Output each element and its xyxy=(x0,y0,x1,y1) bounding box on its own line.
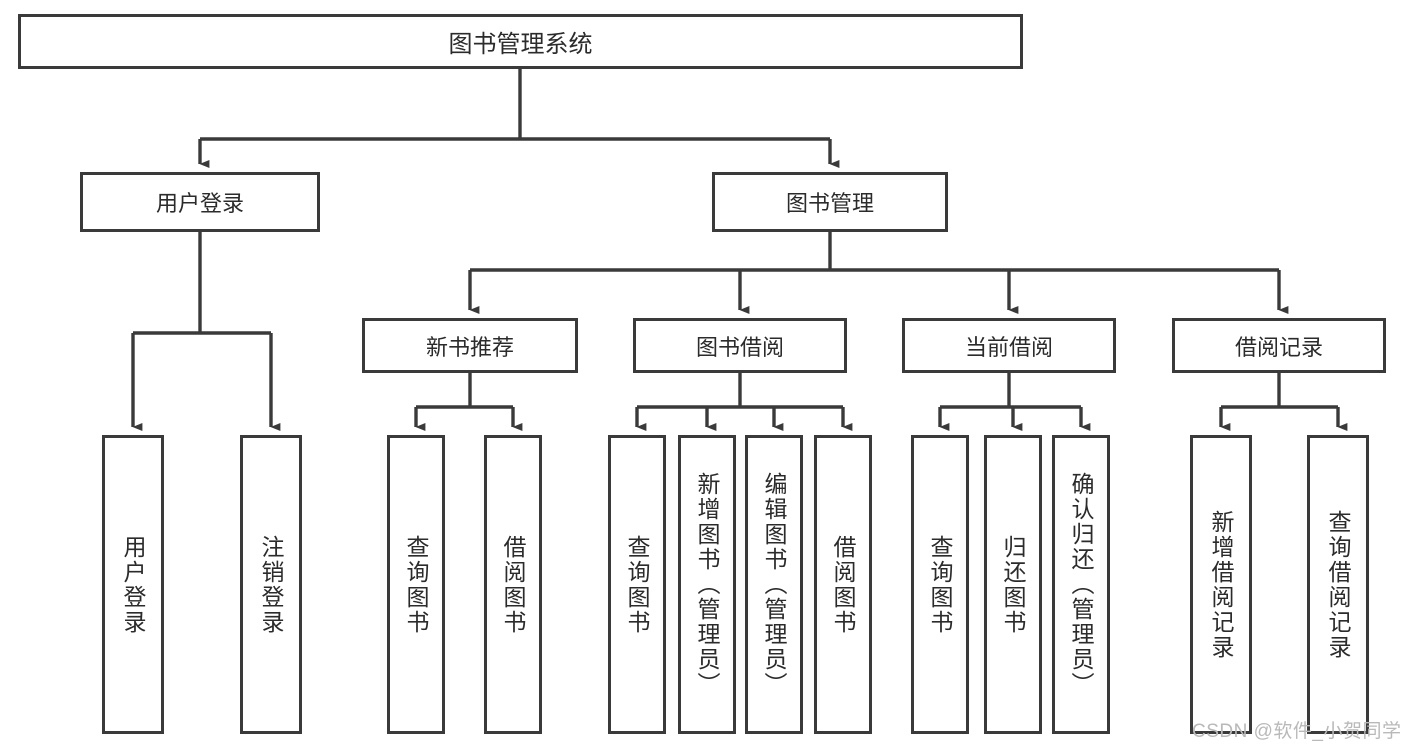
node-book-borrow[interactable]: 图书借阅 xyxy=(633,318,847,373)
node-root-label: 图书管理系统 xyxy=(448,31,593,58)
node-borrow-records[interactable]: 借阅记录 xyxy=(1172,318,1386,373)
leaf-edit-book-admin-label: 编辑图书（管理员） xyxy=(761,472,788,697)
leaf-query-borrow-record[interactable]: 查询借阅记录 xyxy=(1307,435,1369,734)
leaf-add-book-admin[interactable]: 新增图书（管理员） xyxy=(678,435,736,734)
node-user-login[interactable]: 用户登录 xyxy=(80,172,320,232)
leaf-logout[interactable]: 注销登录 xyxy=(240,435,302,734)
node-new-book-recommend[interactable]: 新书推荐 xyxy=(362,318,578,373)
leaf-confirm-return-admin[interactable]: 确认归还（管理员） xyxy=(1052,435,1110,734)
node-user-login-label: 用户登录 xyxy=(155,191,244,216)
leaf-add-borrow-record-label: 新增借阅记录 xyxy=(1208,509,1235,660)
leaf-logout-label: 注销登录 xyxy=(258,534,285,635)
leaf-query-book-recommend[interactable]: 查询图书 xyxy=(387,435,445,734)
node-book-borrow-label: 图书借阅 xyxy=(695,334,784,360)
leaf-add-borrow-record[interactable]: 新增借阅记录 xyxy=(1190,435,1252,734)
node-new-book-recommend-label: 新书推荐 xyxy=(425,334,514,360)
leaf-confirm-return-admin-label: 确认归还（管理员） xyxy=(1068,472,1095,697)
leaf-return-book-label: 归还图书 xyxy=(1000,534,1027,635)
node-borrow-records-label: 借阅记录 xyxy=(1234,334,1323,360)
leaf-lend-book-label: 借阅图书 xyxy=(830,534,857,635)
leaf-query-book-current[interactable]: 查询图书 xyxy=(911,435,969,734)
leaf-lend-book[interactable]: 借阅图书 xyxy=(814,435,872,734)
node-current-borrow-label: 当前借阅 xyxy=(964,334,1053,360)
node-book-management-label: 图书管理 xyxy=(785,191,874,216)
leaf-query-book-borrow-label: 查询图书 xyxy=(624,534,651,635)
leaf-user-login[interactable]: 用户登录 xyxy=(102,435,164,734)
leaf-add-book-admin-label: 新增图书（管理员） xyxy=(694,472,721,697)
csdn-watermark: CSDN @软件_小贺同学 xyxy=(1192,721,1402,742)
leaf-user-login-label: 用户登录 xyxy=(120,534,147,635)
node-root[interactable]: 图书管理系统 xyxy=(18,14,1023,69)
leaf-query-borrow-record-label: 查询借阅记录 xyxy=(1325,509,1352,660)
leaf-edit-book-admin[interactable]: 编辑图书（管理员） xyxy=(745,435,803,734)
node-book-management[interactable]: 图书管理 xyxy=(712,172,948,232)
leaf-return-book[interactable]: 归还图书 xyxy=(984,435,1042,734)
leaf-borrow-book-recommend-label: 借阅图书 xyxy=(500,534,527,635)
leaf-query-book-borrow[interactable]: 查询图书 xyxy=(608,435,666,734)
leaf-query-book-current-label: 查询图书 xyxy=(927,534,954,635)
node-current-borrow[interactable]: 当前借阅 xyxy=(902,318,1116,373)
leaf-query-book-recommend-label: 查询图书 xyxy=(403,534,430,635)
leaf-borrow-book-recommend[interactable]: 借阅图书 xyxy=(484,435,542,734)
